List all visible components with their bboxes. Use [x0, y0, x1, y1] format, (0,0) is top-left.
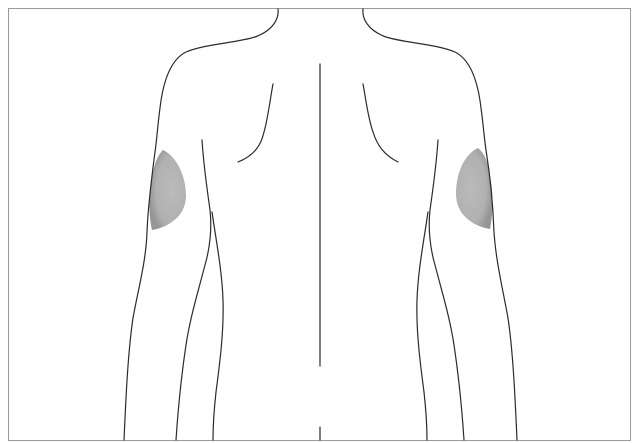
body-diagram	[0, 0, 632, 443]
back-outline-illustration	[0, 0, 632, 443]
